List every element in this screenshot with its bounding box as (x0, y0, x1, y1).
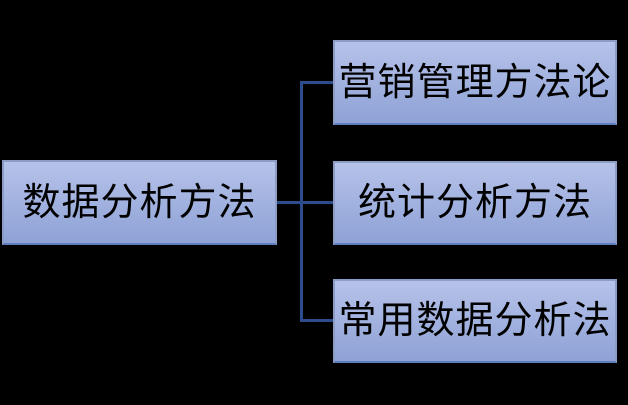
node-child-2: 统计分析方法 (333, 161, 617, 245)
node-child-2-label: 统计分析方法 (357, 182, 592, 224)
node-child-1-label: 营销管理方法论 (338, 61, 612, 104)
connector-branch-top (300, 81, 333, 84)
node-child-3: 常用数据分析法 (333, 279, 617, 363)
node-root-label: 数据分析方法 (22, 181, 257, 224)
node-child-3-label: 常用数据分析法 (338, 300, 612, 342)
node-root: 数据分析方法 (2, 160, 277, 245)
connector-branch-middle (300, 201, 333, 204)
connector-branch-bottom (300, 319, 333, 322)
connector-root-stub (277, 201, 303, 204)
node-child-1: 营销管理方法论 (333, 40, 617, 125)
